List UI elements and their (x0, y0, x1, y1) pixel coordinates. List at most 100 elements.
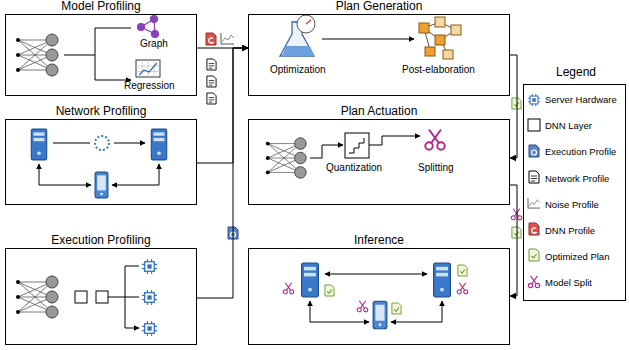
inference-art-part (391, 301, 442, 322)
network-profile-icon (207, 93, 216, 104)
legend-text: Network Profile (545, 173, 609, 184)
icon-label: Regression (124, 80, 175, 91)
execution-profiling-art-part (142, 321, 157, 336)
plan-generation-art-part (451, 25, 461, 35)
execution-profiling-art-part (108, 266, 125, 328)
network-profiling-art-part (112, 164, 159, 185)
inference-art (283, 263, 468, 329)
legend-box-part (529, 223, 539, 235)
model-profiling-art-part-part (138, 24, 145, 31)
plan-generation-art-part (435, 35, 445, 45)
model-profiling-art-part (16, 34, 58, 76)
panel-title: Model Profiling (0, 0, 216, 13)
plan-generation-art-part (306, 20, 311, 24)
model-profiling-art-part (136, 60, 160, 77)
plan-generation-art-part (297, 15, 315, 33)
flow-arrow (197, 48, 248, 163)
inference-art-part (458, 265, 467, 276)
panel-box: Network Profiling (5, 119, 197, 205)
panel-box: Plan Generation (248, 14, 510, 96)
icon-label: Splitting (418, 162, 454, 173)
plan-generation-art-part (425, 47, 435, 56)
inference-art-part (302, 263, 319, 297)
flow-arrow (510, 55, 517, 158)
legend-text: DNN Layer (545, 120, 592, 131)
execution-profiling-art-part (16, 276, 58, 318)
panel-title: Network Profiling (0, 105, 216, 118)
plan-generation-art-part (443, 50, 453, 59)
plan-generation-art-part (282, 46, 314, 56)
plan-generation-art-part (435, 17, 445, 27)
legend-text: Optimized Plan (545, 251, 609, 262)
model-profiling-art-part (95, 28, 131, 80)
plan-actuation-art-part (425, 130, 445, 150)
legend-box (524, 85, 626, 301)
panel-title: Execution Profiling (0, 234, 216, 247)
model-profiling-art-part (138, 16, 159, 38)
legend-text: Model Split (545, 277, 592, 288)
network-profiling-art-part (95, 172, 108, 198)
legend-box-part (528, 119, 540, 131)
execution-profiling-art-part (142, 259, 157, 274)
legend-box-part (528, 198, 540, 208)
icon-label: Optimization (270, 64, 326, 75)
model-profiling-art-part (139, 63, 157, 75)
panel-box: Inference (248, 248, 510, 345)
legend-box-part (529, 171, 539, 183)
legend-box-part (524, 85, 626, 301)
panel-title: Plan Actuation (229, 105, 529, 118)
legend-text: Server Hardware (545, 94, 617, 105)
network-profile-icon (207, 59, 216, 70)
legend-title: Legend (556, 67, 596, 78)
execution-profiling-art (16, 259, 157, 336)
icon-label: Quantization (326, 162, 382, 173)
execution-profiling-art-part (75, 291, 87, 303)
model-profiling-art-part-part (152, 31, 159, 38)
flow-arrow (510, 185, 517, 296)
execution-profiling-art-part (125, 266, 139, 328)
network-profile-icon (207, 76, 216, 87)
dnn-profile-icon (206, 33, 216, 45)
network-profiling-art-part (95, 136, 109, 150)
plan-actuation-art (266, 130, 445, 179)
legend-box-part (528, 276, 539, 288)
flow-arrow (197, 48, 248, 298)
execution-profiling-art-part (96, 291, 108, 303)
network-profiling-art-part (39, 164, 91, 185)
inference-art-part (434, 263, 451, 297)
execution-profiling-art-part (142, 290, 157, 305)
network-profiling-art (31, 129, 166, 198)
inference-art-part (373, 301, 387, 328)
model-profiling-art-part (136, 60, 160, 77)
plan-actuation-art-part (266, 138, 306, 178)
legend-box-part (529, 249, 539, 261)
inference-art-part (325, 285, 334, 296)
inference-art-part (457, 283, 468, 294)
plan-generation-art-part (419, 23, 429, 33)
plan-actuation-art-part (369, 136, 420, 145)
model-profiling-art-part-part (151, 16, 158, 23)
panel-box: Execution Profiling (5, 248, 197, 345)
icon-label: Post-elaboration (402, 64, 475, 75)
inference-art-part (310, 301, 369, 322)
icon-label: Graph (140, 38, 168, 49)
inference-art-part (357, 301, 368, 312)
legend-text: Execution Profile (545, 146, 616, 157)
legend-text: Noise Profile (545, 199, 599, 210)
network-profiling-art-part (151, 129, 166, 160)
legend-text: DNN Profile (545, 225, 595, 236)
plan-generation-art (280, 15, 461, 59)
plan-actuation-art-part (349, 138, 364, 153)
inference-art-part (392, 303, 401, 314)
plan-generation-art-part (322, 39, 414, 40)
inference-art-part (283, 283, 294, 294)
plan-actuation-art-part (310, 145, 343, 158)
network-profiling-art-part (53, 143, 145, 144)
legend-box-part (529, 145, 539, 157)
model-profiling-art (16, 16, 160, 81)
plan-actuation-art-part (345, 133, 369, 158)
panel-title: Plan Generation (229, 0, 529, 13)
